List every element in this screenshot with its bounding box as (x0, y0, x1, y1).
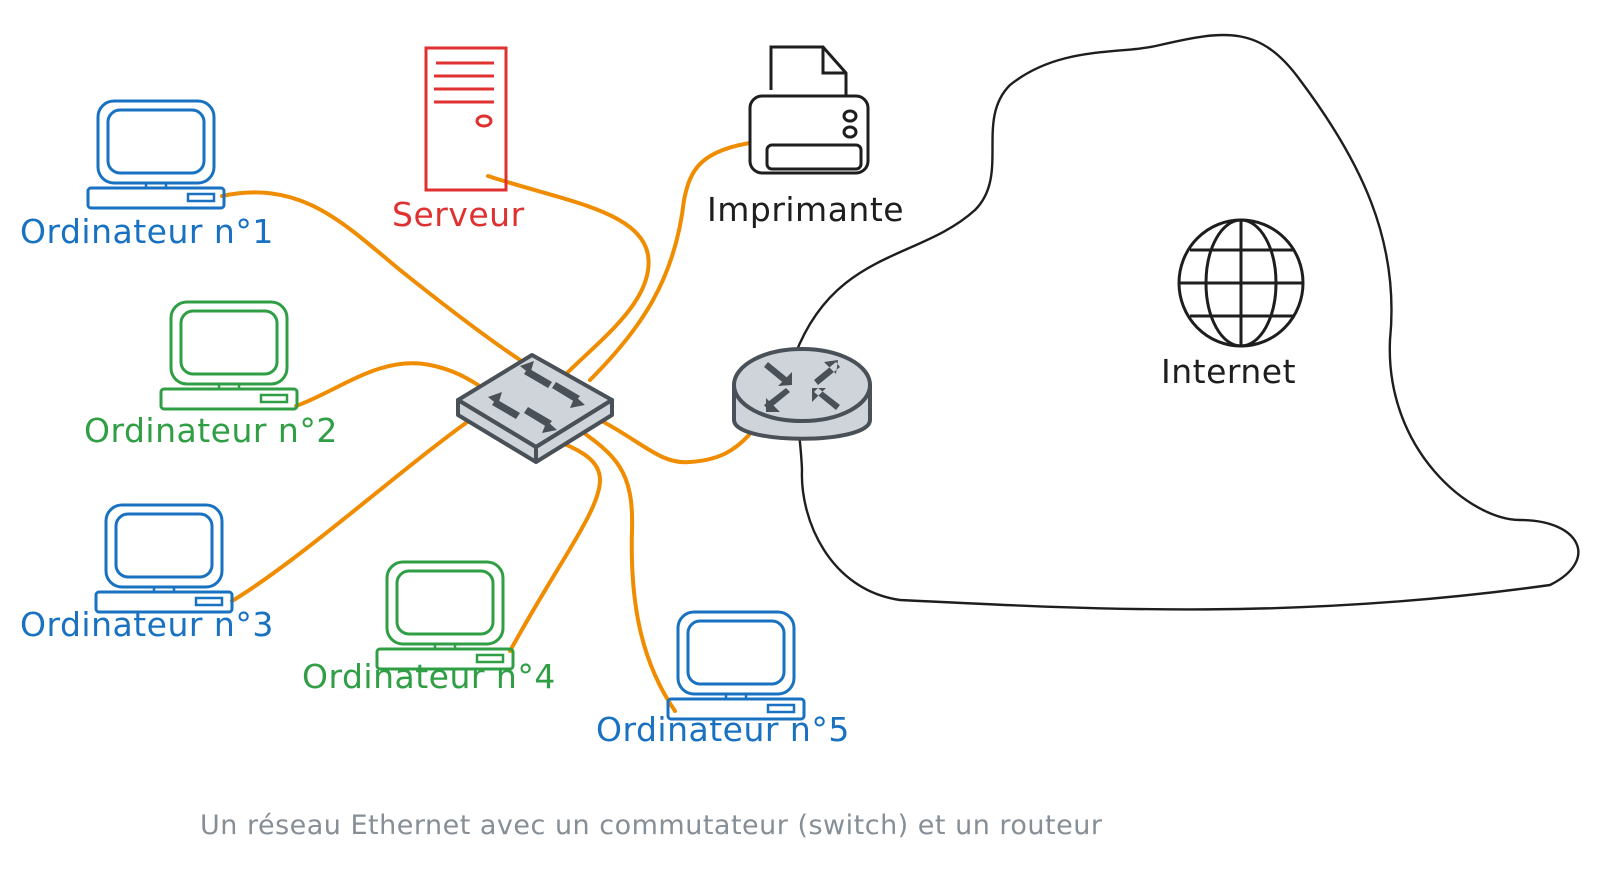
cables (220, 140, 758, 713)
switch-icon (456, 353, 614, 464)
label-server: Serveur (392, 195, 525, 234)
label-computer-5: Ordinateur n°5 (596, 710, 850, 749)
label-computer-4: Ordinateur n°4 (302, 657, 556, 696)
printer-icon (748, 45, 870, 175)
cable-server-switch (486, 174, 651, 377)
cable-pc3-switch (230, 418, 472, 603)
router-icon (732, 347, 872, 441)
computer-4-icon (375, 560, 515, 671)
cable-pc1-switch (220, 190, 522, 362)
cable-switch-router (594, 416, 751, 465)
label-computer-1: Ordinateur n°1 (20, 212, 274, 251)
diagram-caption: Un réseau Ethernet avec un commutateur (… (200, 810, 1103, 841)
server-icon (424, 46, 508, 192)
cable-pc5-switch (575, 426, 677, 713)
label-internet: Internet (1161, 352, 1297, 391)
computer-3-icon (94, 503, 234, 614)
cable-pc4-switch (508, 438, 603, 653)
computer-2-icon (159, 300, 299, 411)
computer-1-icon (86, 99, 226, 210)
cable-pc2-switch (294, 361, 480, 408)
cloud-outline (793, 33, 1580, 611)
cable-printer-switch (588, 140, 758, 382)
internet-cloud (792, 33, 1580, 611)
computer-5-icon (666, 610, 806, 721)
label-computer-2: Ordinateur n°2 (84, 411, 338, 450)
label-computer-3: Ordinateur n°3 (20, 605, 274, 644)
globe-icon (1177, 218, 1305, 348)
label-printer: Imprimante (707, 190, 905, 229)
